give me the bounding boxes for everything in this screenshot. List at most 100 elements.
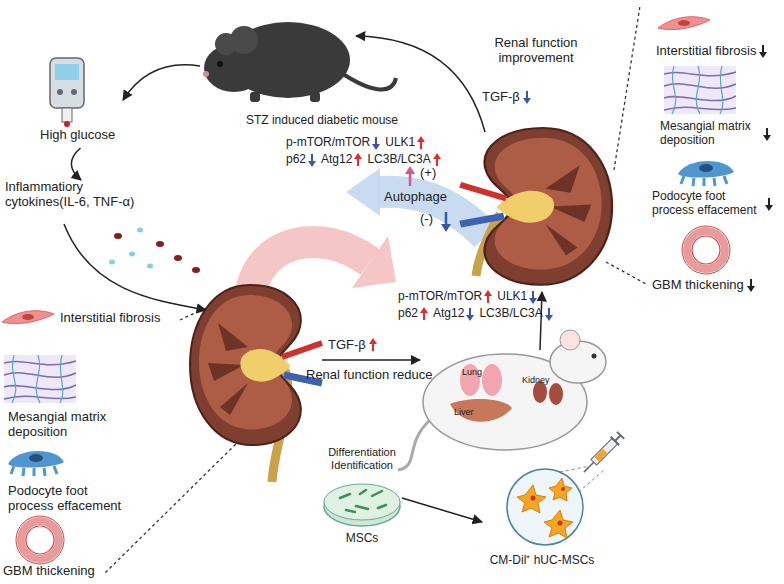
trend-arrow-head	[354, 153, 362, 159]
trend-arrow	[419, 307, 429, 321]
annotation-label: Atg12	[433, 307, 464, 321]
trend-arrow-head	[747, 286, 755, 292]
annotation-label: Interstitial fibrosis	[656, 44, 756, 59]
trend-arrow	[746, 278, 756, 292]
annotation-label: ULK1	[385, 136, 415, 150]
trend-arrow	[758, 44, 768, 58]
trend-arrow-head	[763, 135, 771, 141]
msc-dish-node: Differentiation IdentificationMSCs	[322, 446, 402, 550]
trend-arrow-shaft	[487, 295, 489, 303]
flow-arrow	[402, 498, 482, 522]
annotation-label: ULK1	[497, 290, 527, 304]
trend-arrow	[432, 153, 442, 167]
annotation-label: Renal function reduce	[306, 368, 432, 383]
culture-dish	[324, 484, 400, 526]
trend-arrow-shaft	[357, 158, 359, 166]
trend-arrow-head	[308, 161, 316, 167]
trend-arrow	[368, 338, 378, 352]
annotation-label: (-)	[420, 212, 433, 227]
trend-arrow	[522, 90, 532, 104]
trend-arrow-shaft	[372, 343, 374, 351]
node-text: MSCs	[322, 532, 402, 546]
mouse-node: STZ induced diabetic mouse	[200, 2, 400, 130]
trend-arrow	[416, 136, 426, 150]
annotation-label: p62	[398, 307, 418, 321]
trend-arrow-shaft	[469, 308, 471, 316]
trend-arrow-shaft	[532, 291, 534, 299]
trend-arrow-shaft	[420, 141, 422, 149]
trend-arrow	[544, 307, 554, 321]
trend-arrow	[483, 290, 493, 304]
cytokines	[64, 224, 206, 310]
trend-arrow-shaft	[548, 308, 550, 316]
node-text: Differentiation Identification	[322, 446, 402, 471]
injection-node: CM-Dil⁺ hUC-MSCs	[482, 466, 602, 578]
annotation-label: Mesangial matrix deposition	[660, 120, 760, 148]
node-text: Liver	[454, 407, 474, 417]
annotation-label: TGF-β	[482, 90, 520, 105]
trend-arrow	[528, 290, 538, 304]
trend-arrow-head	[420, 307, 428, 313]
trend-arrow-shaft	[526, 91, 528, 99]
trend-arrow	[764, 197, 774, 211]
annotation-label: Renal function improvement	[490, 36, 582, 66]
trend-arrow-shaft	[436, 158, 438, 166]
annotation-label: TGF-β	[328, 338, 366, 353]
trend-arrow-shaft	[766, 128, 768, 136]
trend-arrow-head	[466, 315, 474, 321]
annotation-label: p-mTOR/mTOR	[398, 290, 482, 304]
trend-arrow	[762, 127, 772, 141]
trend-arrow-shaft	[375, 137, 377, 145]
node-text: CM-Dil⁺ hUC-MSCs	[482, 554, 602, 568]
annotation-label: Atg12	[321, 153, 352, 167]
autophagy-arrows	[250, 166, 486, 300]
annotation-label: Podocyte foot process effacement	[652, 190, 762, 218]
trend-arrow-shaft	[750, 279, 752, 287]
annotation-label: Podocyte foot process effacement	[8, 484, 133, 514]
treated-mouse	[398, 330, 606, 470]
cytokine-node: Inflammatiory cytokines(IL-6, TNF-α)	[5, 180, 157, 220]
annotation-label: Interstitial fibrosis	[60, 311, 160, 326]
syringe	[580, 431, 625, 476]
trend-arrow-shaft	[768, 198, 770, 206]
flow-arrow	[123, 65, 200, 100]
trend-arrow-shaft	[423, 312, 425, 320]
trend-arrow-head	[433, 153, 441, 159]
annotation-label: GBM thickening	[3, 564, 95, 579]
trend-arrow-head	[372, 144, 380, 150]
trend-arrow-head	[529, 298, 537, 304]
annotation-label: (+)	[420, 166, 436, 181]
annotation-label: GBM thickening	[652, 278, 744, 293]
annotation-label: Autophage	[384, 190, 447, 205]
leader-lines	[104, 6, 646, 574]
trend-arrow-shaft	[311, 154, 313, 162]
kidney-illustration	[190, 128, 612, 482]
trend-arrow-shaft	[762, 45, 764, 53]
annotation-label: LC3B/LC3A	[367, 153, 430, 167]
node-text: STZ induced diabetic mouse	[246, 114, 398, 128]
trend-arrow	[353, 153, 363, 167]
trend-arrow	[465, 307, 475, 321]
trend-arrow-head	[484, 290, 492, 296]
glucose-meter	[50, 58, 84, 127]
node-text: High glucose	[40, 128, 115, 143]
annotation-label: Mesangial matrix deposition	[8, 410, 120, 440]
trend-arrow-head	[545, 315, 553, 321]
diabetic-mouse	[203, 22, 396, 102]
node-text: Inflammatiory cytokines(IL-6, TNF-α)	[5, 180, 157, 210]
flow-arrow	[71, 148, 81, 180]
annotation-label: p-mTOR/mTOR	[286, 136, 370, 150]
trend-arrow-head	[417, 136, 425, 142]
process-arrows	[322, 36, 542, 360]
trend-arrow-head	[523, 98, 531, 104]
glucose-node: High glucose	[38, 52, 123, 148]
trend-arrow	[371, 136, 381, 150]
trend-arrow-head	[369, 338, 377, 344]
node-text: Lung	[462, 367, 482, 377]
node-text: Kidney	[522, 375, 550, 385]
trend-arrow-head	[759, 52, 767, 58]
annotation-label: LC3B/LC3A	[479, 307, 542, 321]
trend-arrow	[307, 153, 317, 167]
annotation-label: p62	[286, 153, 306, 167]
